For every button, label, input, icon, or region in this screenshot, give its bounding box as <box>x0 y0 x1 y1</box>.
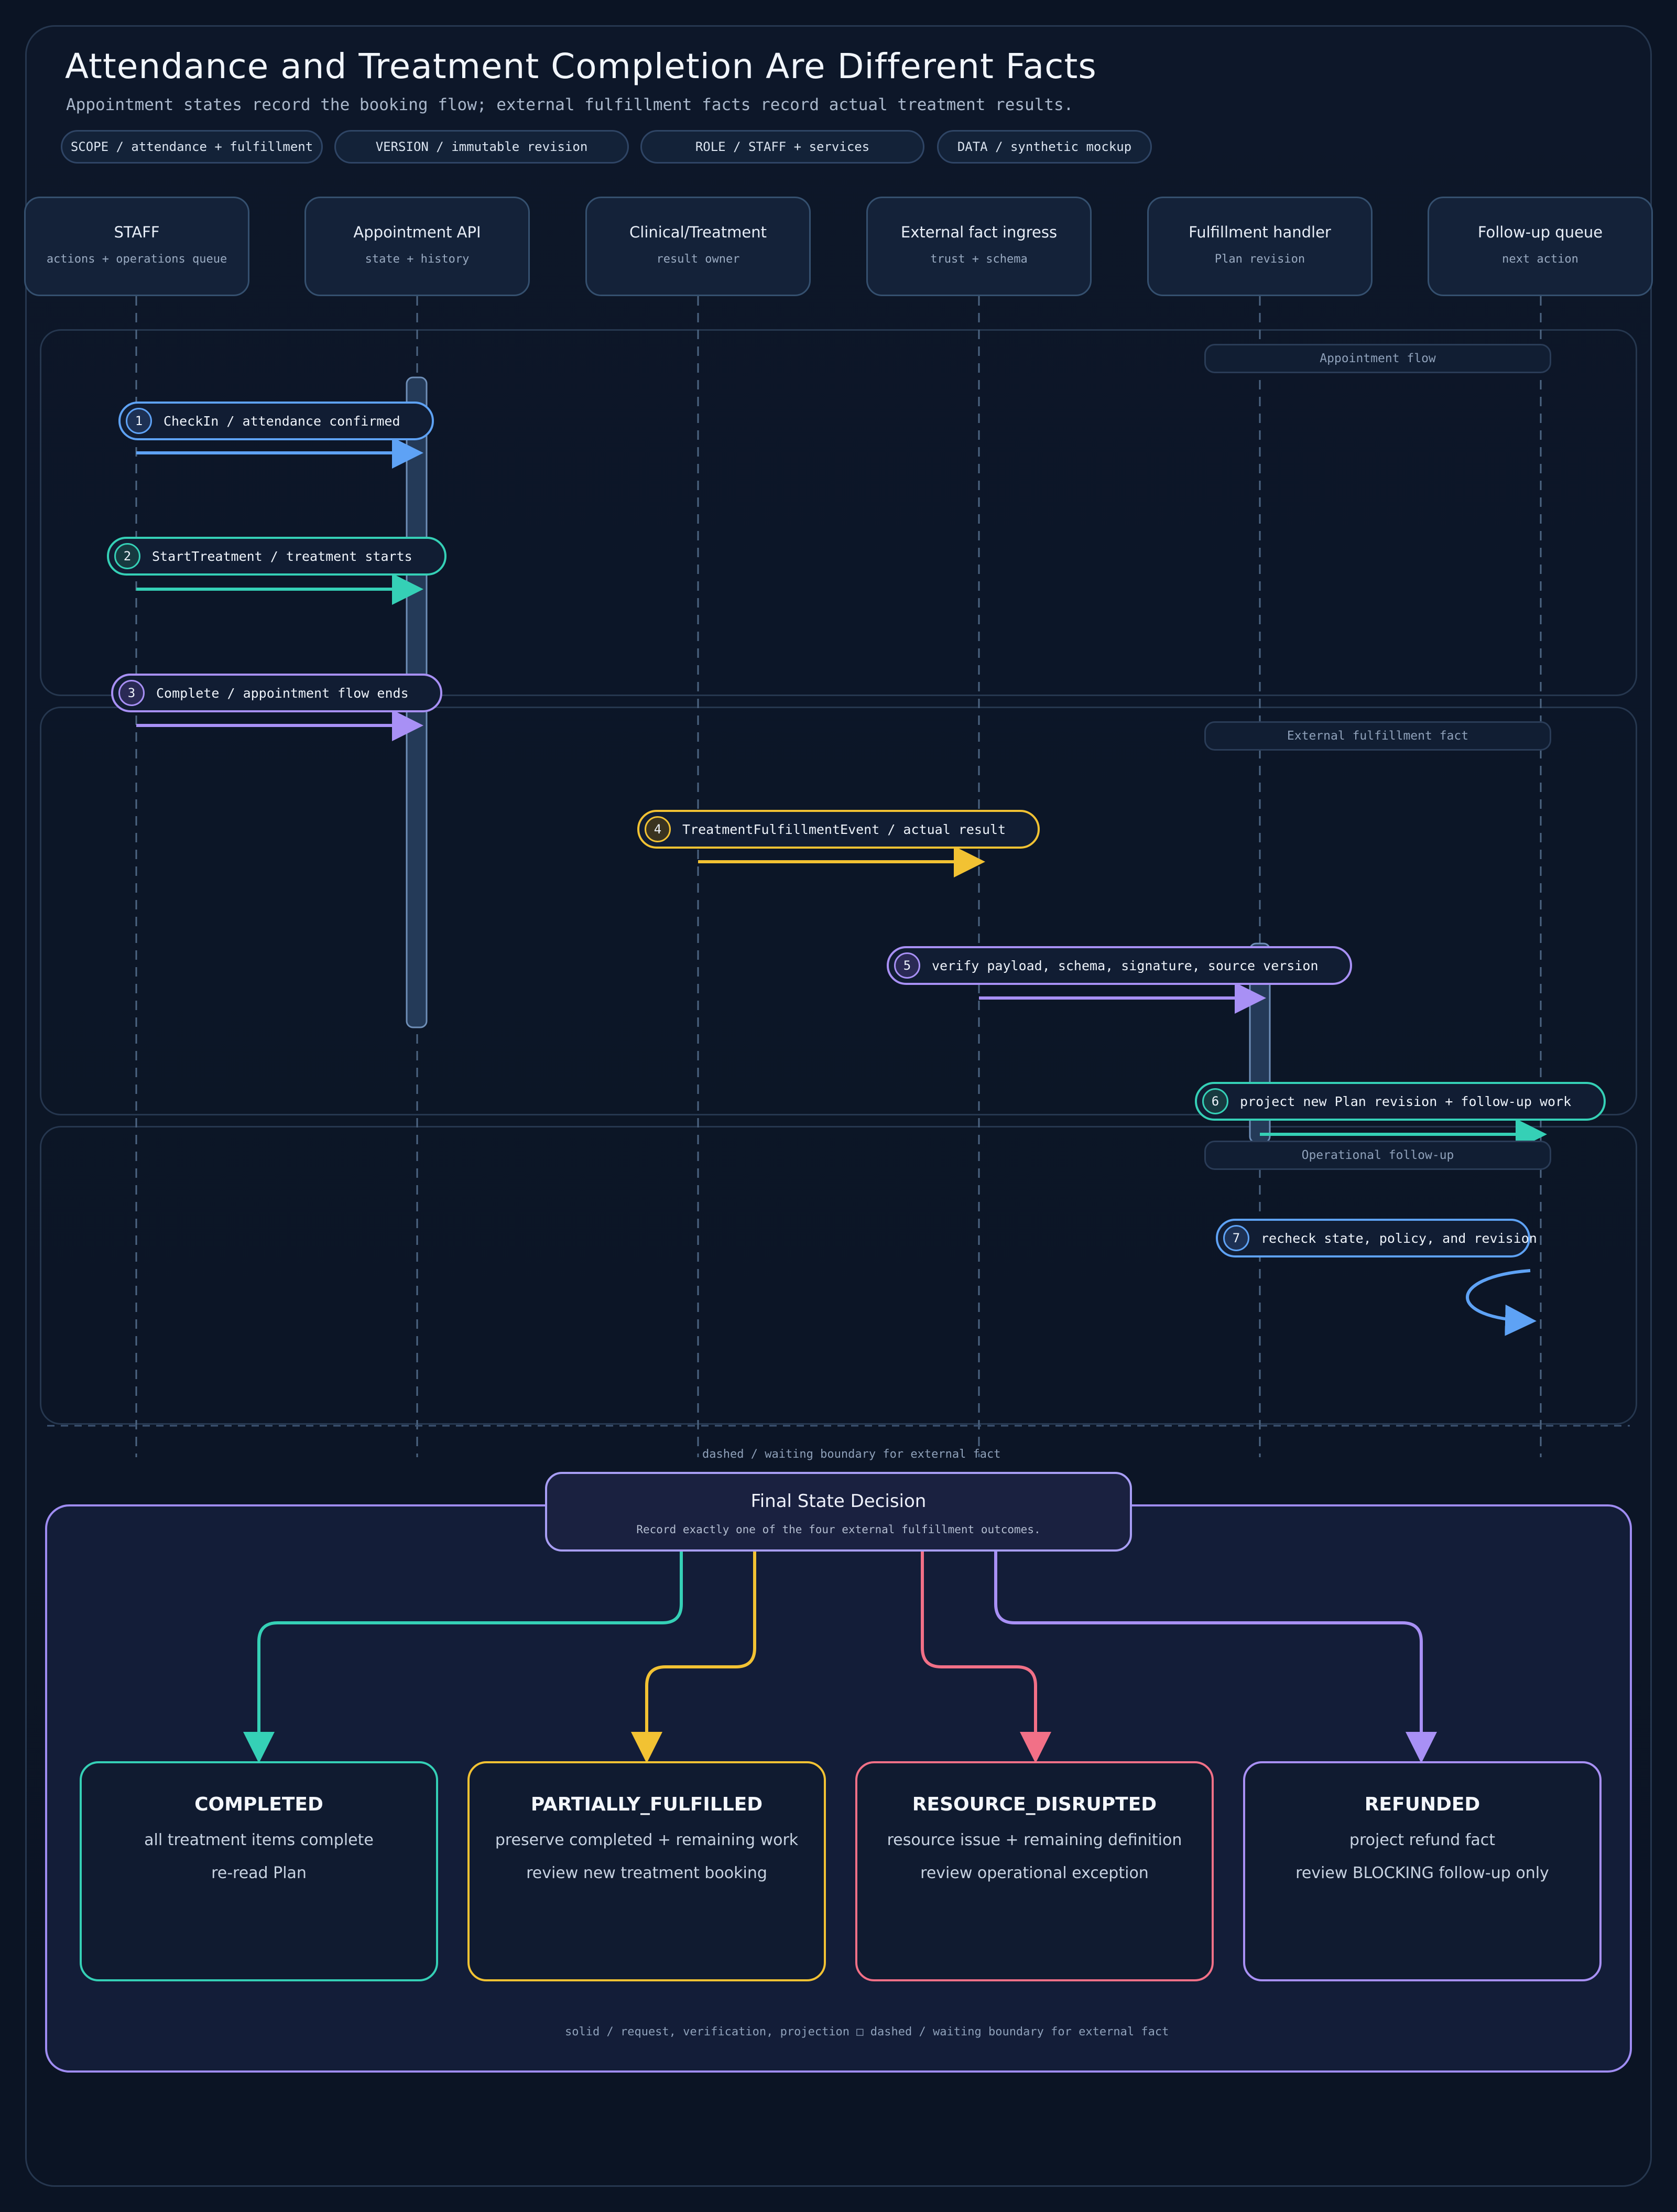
outcome-line: re-read Plan <box>211 1864 307 1882</box>
outcome-name: PARTIALLY_FULFILLED <box>530 1794 763 1815</box>
connector-completed <box>243 1552 683 1763</box>
step-label: recheck state, policy, and revision <box>1261 1230 1537 1246</box>
outcome-line: review new treatment booking <box>526 1864 767 1882</box>
step-label: CheckIn / attendance confirmed <box>164 413 400 429</box>
actor-followup-queue: Follow-up queue next action <box>1428 197 1653 296</box>
actor-staff: STAFF actions + operations queue <box>24 197 249 296</box>
version-pill: VERSION / immutable revision <box>334 130 629 164</box>
outcome-name: REFUNDED <box>1364 1794 1480 1815</box>
step-label: project new Plan revision + follow-up wo… <box>1240 1093 1572 1109</box>
outcome-line: project refund fact <box>1349 1831 1496 1849</box>
step-number: 5 <box>894 952 920 979</box>
lane-label-external-fact: External fulfillment fact <box>1204 721 1551 751</box>
step-2: 2 StartTreatment / treatment starts <box>107 537 447 576</box>
actor-fulfillment-handler: Fulfillment handler Plan revision <box>1147 197 1373 296</box>
outcome-name: RESOURCE_DISRUPTED <box>912 1794 1157 1815</box>
actor-name: Follow-up queue <box>1477 223 1603 241</box>
lane-label-operational-followup: Operational follow-up <box>1204 1141 1551 1170</box>
step-label: StartTreatment / treatment starts <box>152 548 412 564</box>
scope-pill: SCOPE / attendance + fulfillment <box>61 130 323 164</box>
lane-label-appointment-flow: Appointment flow <box>1204 344 1551 373</box>
lane-operational-followup <box>40 1126 1637 1425</box>
actor-sub: next action <box>1502 253 1578 266</box>
connector-resource-disrupted <box>921 1552 1051 1763</box>
outcome-line: all treatment items complete <box>144 1831 374 1849</box>
step-label: Complete / appointment flow ends <box>156 685 409 701</box>
actor-sub: trust + schema <box>930 253 1028 266</box>
connector-partially-fulfilled <box>631 1552 756 1763</box>
arrow-step-7-self <box>1466 1269 1537 1336</box>
actor-name: External fact ingress <box>900 223 1058 241</box>
step-5: 5 verify payload, schema, signature, sou… <box>887 946 1352 985</box>
connector-refunded <box>994 1552 1437 1763</box>
decision-subtitle: Record exactly one of the four external … <box>636 1523 1041 1536</box>
lane-appointment-flow <box>40 329 1637 696</box>
role-pill: ROLE / STAFF + services <box>640 130 924 164</box>
step-number: 7 <box>1223 1225 1249 1251</box>
actor-sub: Plan revision <box>1214 253 1305 266</box>
step-3: 3 Complete / appointment flow ends <box>111 674 442 712</box>
lane-external-fact <box>40 707 1637 1115</box>
step-7: 7 recheck state, policy, and revision <box>1216 1219 1537 1257</box>
step-1: 1 CheckIn / attendance confirmed <box>118 402 434 440</box>
actor-sub: state + history <box>365 253 470 266</box>
page-subtitle: Appointment states record the booking fl… <box>66 95 1074 114</box>
outcome-refunded: REFUNDED project refund fact review BLOC… <box>1243 1761 1602 1981</box>
step-number: 6 <box>1202 1088 1228 1114</box>
actor-appointment-api: Appointment API state + history <box>304 197 530 296</box>
actor-name: Clinical/Treatment <box>629 223 767 241</box>
actor-name: Appointment API <box>353 223 481 241</box>
outcome-line: resource issue + remaining definition <box>887 1831 1182 1849</box>
step-label: TreatmentFulfillmentEvent / actual resul… <box>682 821 1006 837</box>
outcome-completed: COMPLETED all treatment items complete r… <box>80 1761 438 1981</box>
step-number: 4 <box>645 816 671 842</box>
data-pill: DATA / synthetic mockup <box>937 130 1152 164</box>
outcome-line: preserve completed + remaining work <box>495 1831 799 1849</box>
actor-sub: result owner <box>656 253 740 266</box>
actor-sub: actions + operations queue <box>46 253 227 266</box>
actor-external-fact-ingress: External fact ingress trust + schema <box>866 197 1092 296</box>
actor-name: Fulfillment handler <box>1189 223 1331 241</box>
outcome-name: COMPLETED <box>194 1794 323 1815</box>
step-number: 2 <box>114 543 140 569</box>
step-number: 1 <box>126 408 152 434</box>
step-label: verify payload, schema, signature, sourc… <box>932 958 1319 973</box>
outcome-partially-fulfilled: PARTIALLY_FULFILLED preserve completed +… <box>467 1761 826 1981</box>
legend-note: solid / request, verification, projectio… <box>565 2025 1169 2038</box>
outcome-line: review operational exception <box>920 1864 1149 1882</box>
step-6: 6 project new Plan revision + follow-up … <box>1195 1082 1606 1121</box>
step-number: 3 <box>118 680 145 706</box>
final-state-decision: Final State Decision Record exactly one … <box>545 1472 1132 1552</box>
outcome-resource-disrupted: RESOURCE_DISRUPTED resource issue + rema… <box>855 1761 1214 1981</box>
page-title: Attendance and Treatment Completion Are … <box>65 46 1097 86</box>
decision-title: Final State Decision <box>750 1491 927 1512</box>
actor-name: STAFF <box>114 223 160 241</box>
outcome-line: review BLOCKING follow-up only <box>1295 1864 1549 1882</box>
boundary-note: dashed / waiting boundary for external f… <box>702 1448 1001 1461</box>
actor-clinical-treatment: Clinical/Treatment result owner <box>585 197 811 296</box>
step-4: 4 TreatmentFulfillmentEvent / actual res… <box>637 810 1040 849</box>
